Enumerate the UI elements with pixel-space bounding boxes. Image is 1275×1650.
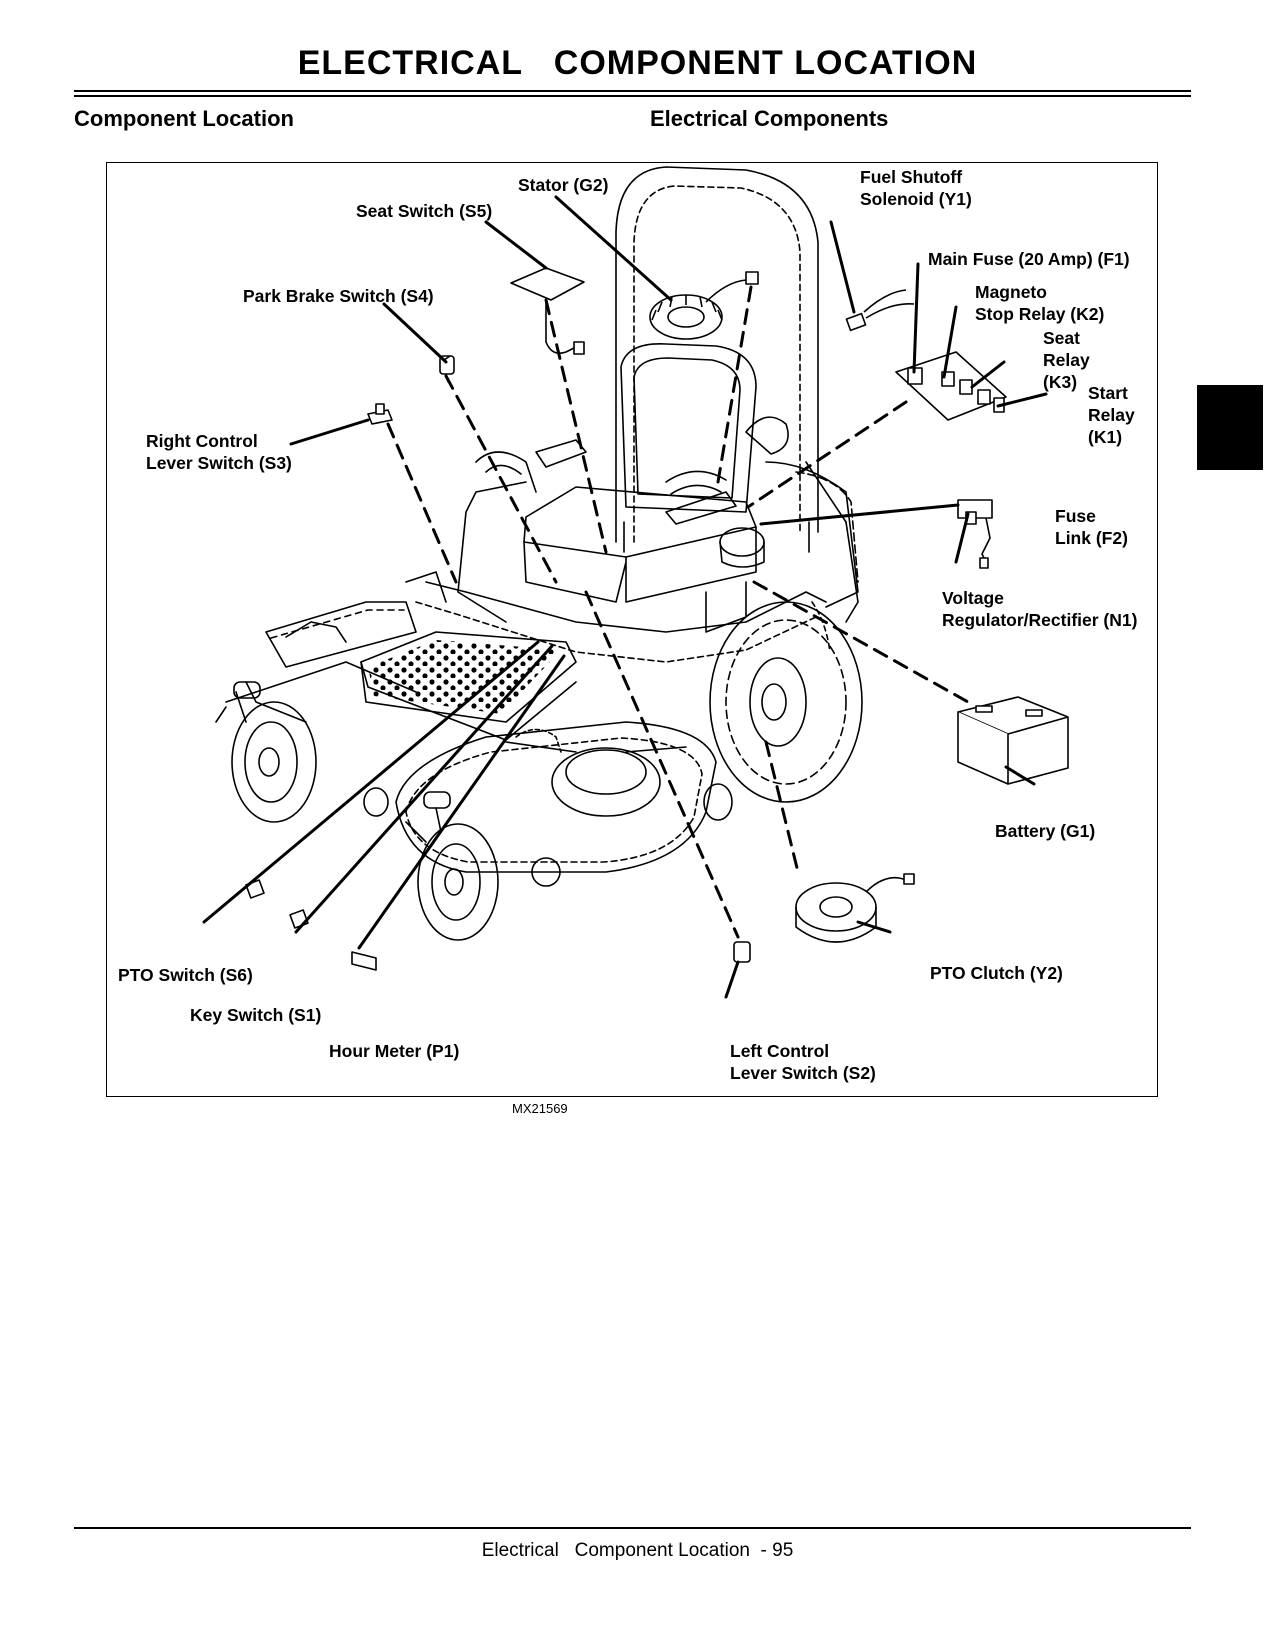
harness-stator bbox=[716, 285, 753, 484]
label-magneto-relay: Magneto Stop Relay (K2) bbox=[975, 282, 1105, 324]
harness-relay-panel bbox=[746, 400, 908, 509]
label-seat-switch: Seat Switch (S5) bbox=[356, 201, 493, 221]
fuel-tank-cap bbox=[719, 527, 765, 557]
leader-right-control bbox=[289, 418, 370, 446]
rear-drive-tire bbox=[709, 601, 863, 803]
leader-battery bbox=[1004, 765, 1036, 786]
leader-fuel-solenoid bbox=[829, 220, 856, 314]
deck-pulley-cover bbox=[551, 747, 661, 817]
dashed-harness-lines bbox=[386, 285, 970, 939]
leader-seat-relay bbox=[970, 360, 1006, 389]
rops-inner bbox=[633, 185, 801, 543]
leader-start-relay bbox=[996, 392, 1048, 408]
leader-stator bbox=[554, 195, 673, 302]
label-battery: Battery (G1) bbox=[995, 821, 1096, 841]
left-caster-wheel bbox=[231, 701, 317, 823]
harness-seat-switch bbox=[544, 298, 608, 554]
leader-pto-switch bbox=[202, 640, 540, 924]
label-hour-meter: Hour Meter (P1) bbox=[329, 1041, 460, 1061]
label-stator: Stator (G2) bbox=[518, 175, 609, 195]
harness-battery bbox=[752, 580, 970, 704]
rops-outer bbox=[615, 166, 819, 543]
leader-pto-clutch bbox=[856, 920, 892, 934]
seat-switch-icon bbox=[510, 267, 585, 301]
page-title: ELECTRICAL COMPONENT LOCATION bbox=[297, 44, 978, 82]
harness-right-control bbox=[386, 422, 458, 584]
battery-icon bbox=[957, 696, 1069, 785]
leader-regulator bbox=[954, 512, 970, 564]
rear-wheel-hub bbox=[749, 657, 807, 747]
label-key-switch: Key Switch (S1) bbox=[190, 1005, 322, 1025]
label-main-fuse: Main Fuse (20 Amp) (F1) bbox=[928, 249, 1130, 269]
left-section-heading: Component Location bbox=[74, 106, 294, 131]
left-control-switch-icon bbox=[733, 941, 751, 963]
label-pto-switch: PTO Switch (S6) bbox=[118, 965, 253, 985]
leader-key-switch bbox=[294, 644, 554, 934]
section-tab-marker bbox=[1197, 385, 1263, 470]
footer-rule bbox=[74, 1527, 1191, 1529]
right-section-heading: Electrical Components bbox=[650, 106, 889, 131]
armrest-left bbox=[535, 439, 587, 468]
label-fuel-shutoff: Fuel Shutoff Solenoid (Y1) bbox=[860, 167, 972, 209]
label-pto-clutch: PTO Clutch (Y2) bbox=[930, 963, 1063, 983]
label-right-control-lever-switch: Right Control Lever Switch (S3) bbox=[146, 431, 292, 473]
foot-deck bbox=[360, 631, 577, 723]
label-fuse-link: Fuse Link (F2) bbox=[1055, 506, 1128, 548]
label-park-brake-switch: Park Brake Switch (S4) bbox=[243, 286, 434, 306]
armrest-right bbox=[665, 491, 737, 525]
harness-pto-clutch bbox=[764, 740, 800, 874]
page-footer: Electrical Component Location - 95 bbox=[481, 1540, 794, 1561]
harness-left-control bbox=[584, 590, 740, 939]
label-start-relay: Start Relay (K1) bbox=[1088, 383, 1135, 447]
pto-clutch-icon bbox=[795, 873, 915, 943]
label-left-control-lever-switch: Left Control Lever Switch (S2) bbox=[730, 1041, 876, 1083]
fuel-solenoid-icon bbox=[845, 289, 915, 332]
label-seat-relay: Seat Relay (K3) bbox=[1043, 328, 1090, 392]
leader-seat-switch bbox=[484, 220, 548, 270]
mower-diagram bbox=[202, 166, 1069, 999]
leader-left-control bbox=[724, 960, 740, 999]
relay-panel-icon bbox=[895, 351, 1007, 421]
seat-back bbox=[620, 343, 757, 513]
diagram-frame bbox=[106, 162, 1158, 1097]
hour-meter-icon bbox=[351, 951, 377, 971]
key-switch-icon bbox=[289, 909, 309, 929]
title-rule-bottom bbox=[74, 95, 1191, 97]
left-caster-pivot bbox=[233, 681, 261, 699]
solid-leader-lines bbox=[202, 195, 1048, 999]
leader-main-fuse bbox=[912, 262, 920, 374]
right-control-switch-icon bbox=[367, 403, 393, 425]
harness-park-brake bbox=[444, 374, 558, 584]
mower-illustration bbox=[215, 166, 863, 941]
foot-deck-tread bbox=[368, 640, 561, 714]
stator-icon bbox=[649, 271, 759, 340]
front-rail bbox=[265, 601, 417, 668]
lever-left bbox=[475, 451, 537, 493]
fuse-link-icon bbox=[957, 499, 993, 569]
title-rule-top bbox=[74, 90, 1191, 92]
leader-hour-meter bbox=[357, 654, 566, 950]
engine-top bbox=[745, 416, 789, 455]
label-voltage-regulator: Voltage Regulator/Rectifier (N1) bbox=[942, 588, 1138, 630]
figure-id: MX21569 bbox=[512, 1101, 568, 1116]
leader-park-brake bbox=[382, 302, 448, 364]
leader-magneto-relay bbox=[942, 305, 958, 379]
right-caster-wheel bbox=[417, 823, 499, 941]
leader-fuse-link bbox=[759, 503, 960, 526]
